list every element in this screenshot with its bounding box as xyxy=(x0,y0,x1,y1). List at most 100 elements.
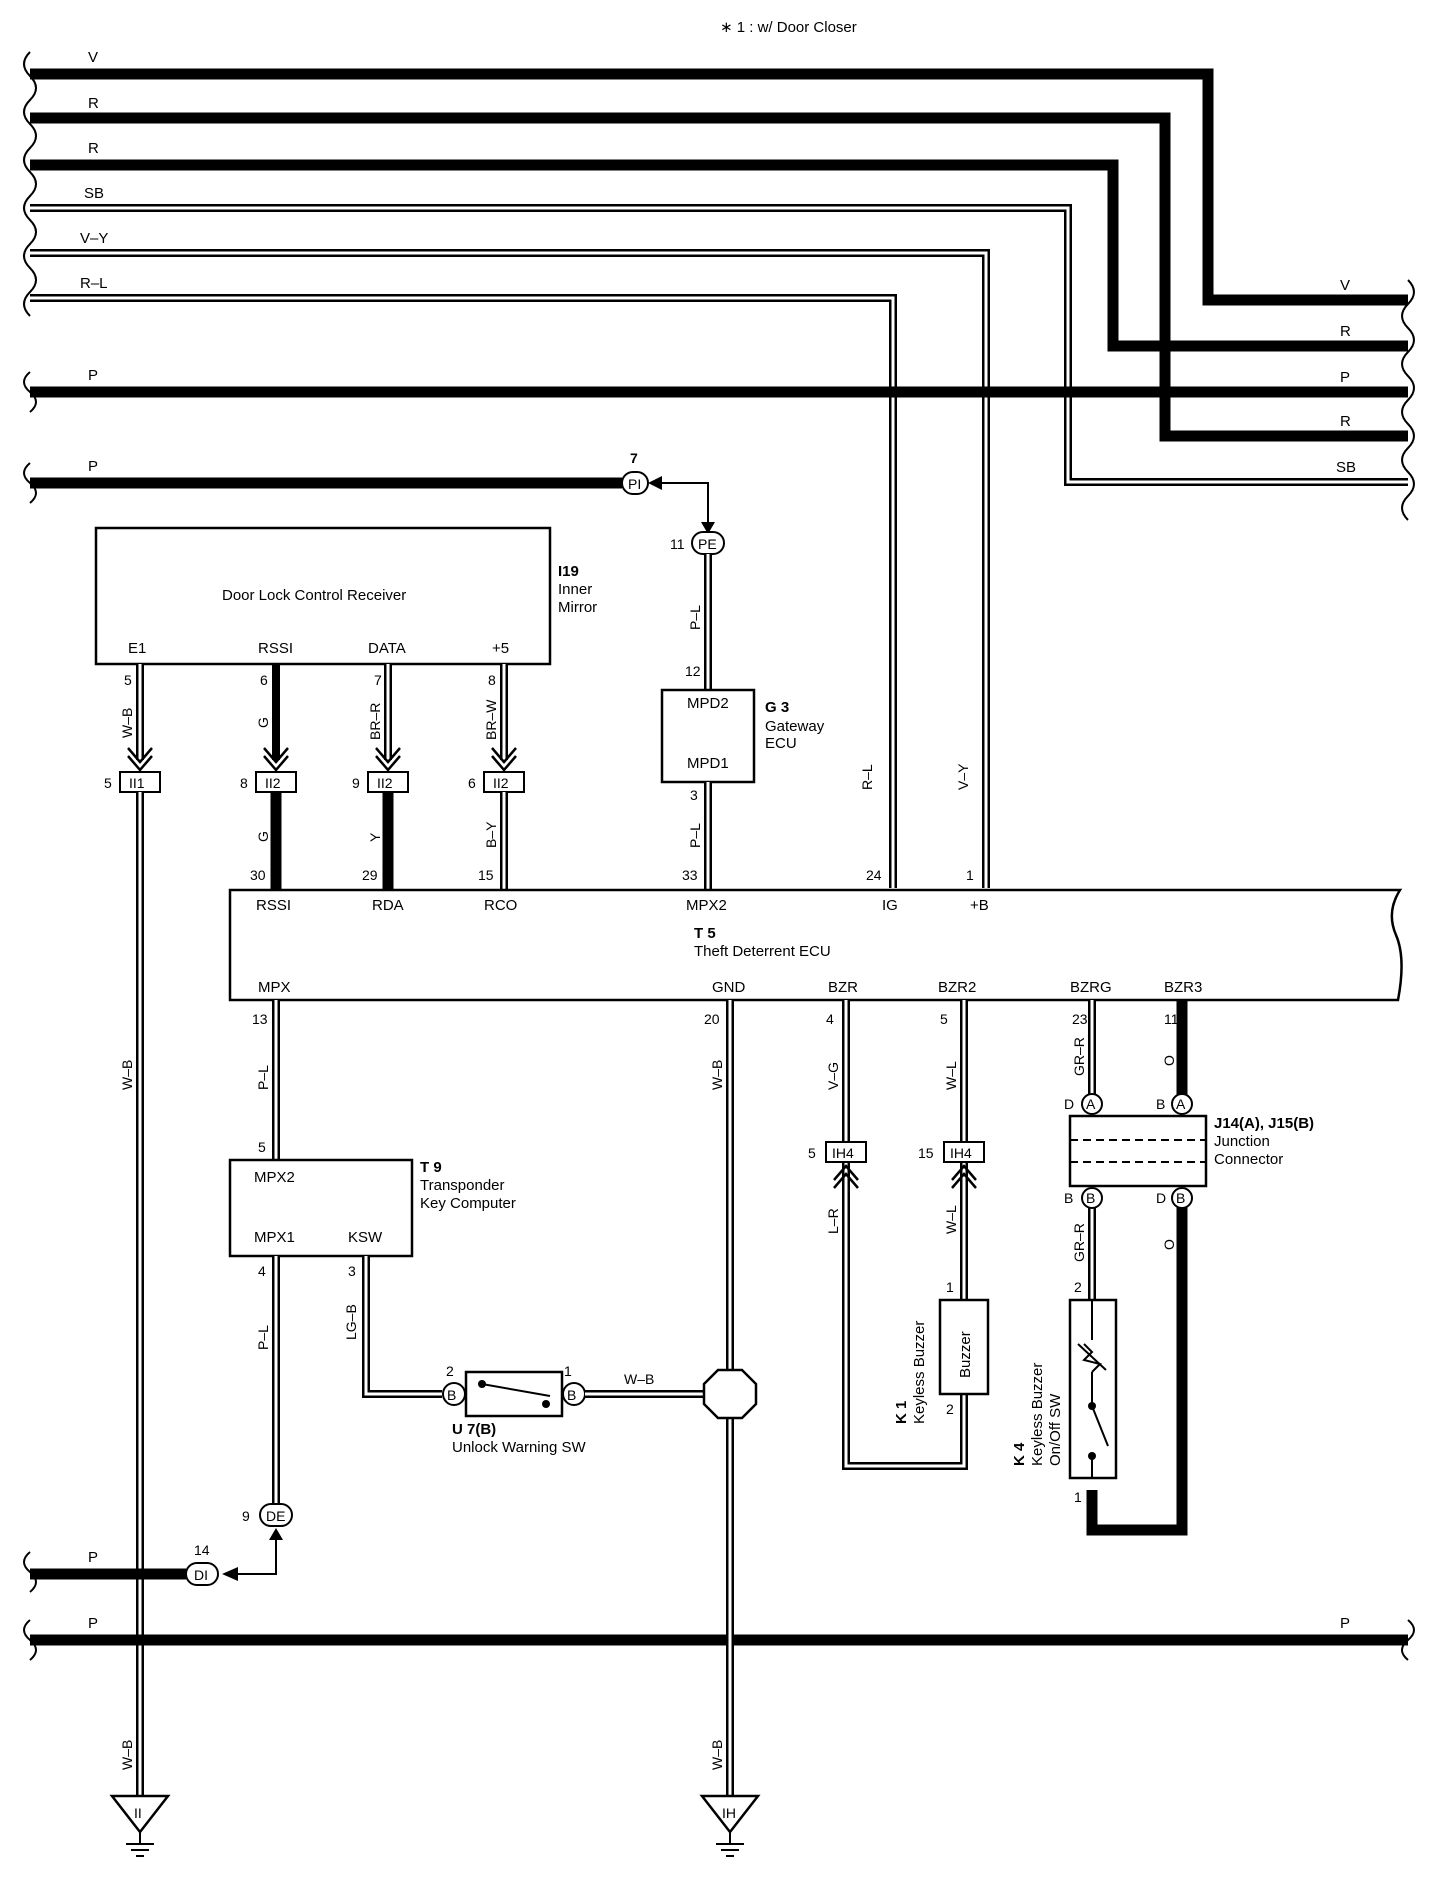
svg-text:B: B xyxy=(447,1387,456,1403)
wire-label-bzr2: W–L xyxy=(943,1061,959,1090)
svg-text:24: 24 xyxy=(866,867,882,883)
svg-text:5: 5 xyxy=(940,1011,948,1027)
svg-text:1: 1 xyxy=(564,1363,572,1379)
svg-text:T 9: T 9 xyxy=(420,1159,442,1176)
right-wire-labels: V R P R SB xyxy=(1336,277,1356,476)
svg-text:6: 6 xyxy=(260,672,268,688)
svg-text:RSSI: RSSI xyxy=(256,897,291,914)
left-label-sb: SB xyxy=(84,185,104,202)
svg-text:Buzzer: Buzzer xyxy=(957,1331,974,1378)
svg-text:33: 33 xyxy=(682,867,698,883)
svg-text:KSW: KSW xyxy=(348,1229,383,1246)
left-wire-labels: V R R SB V–Y R–L P P xyxy=(80,49,108,475)
right-label-r1: R xyxy=(1340,323,1351,340)
wire-ksw xyxy=(362,1256,442,1398)
left-label-r2: R xyxy=(88,140,99,157)
t9-pin-num-top: 5 xyxy=(258,1139,266,1155)
g3-pin-num-bottom: 3 xyxy=(690,787,698,803)
svg-text:8: 8 xyxy=(240,775,248,791)
svg-text:15: 15 xyxy=(478,867,494,883)
svg-text:K 4: K 4 xyxy=(1011,1442,1028,1466)
left-label-p2: P xyxy=(88,458,98,475)
ii2-connector-rssi: II2 8 xyxy=(240,771,297,793)
svg-text:II2: II2 xyxy=(493,775,509,791)
svg-text:IH4: IH4 xyxy=(832,1145,854,1161)
svg-text:D: D xyxy=(1156,1190,1166,1206)
svg-text:9: 9 xyxy=(242,1508,250,1524)
svg-text:R–L: R–L xyxy=(859,764,875,790)
svg-text:B: B xyxy=(1086,1190,1095,1206)
svg-text:Door Lock Control Receiver: Door Lock Control Receiver xyxy=(222,587,406,604)
svg-text:II: II xyxy=(134,1805,142,1821)
wire-label-t9-de: P–L xyxy=(255,1325,271,1350)
de-connector: DE 9 xyxy=(238,1503,293,1575)
wire-r2 xyxy=(30,159,1408,352)
ground-ih: IH xyxy=(699,1794,761,1857)
svg-text:20: 20 xyxy=(704,1011,720,1027)
u7-unlock-warning-switch: B B 2 1 U 7(B) Unlock Warning SW xyxy=(442,1363,586,1456)
svg-text:30: 30 xyxy=(250,867,266,883)
k4-keyless-buzzer-switch: 2 1 K 4 Keyless Buzzer On/Off SW xyxy=(1011,1279,1118,1505)
svg-text:8: 8 xyxy=(488,672,496,688)
label-p-di: P xyxy=(88,1549,98,1566)
di-connector: DI 14 xyxy=(185,1542,238,1586)
svg-text:7: 7 xyxy=(374,672,382,688)
svg-text:V–Y: V–Y xyxy=(955,763,971,790)
svg-text:D: D xyxy=(1064,1096,1074,1112)
svg-text:14: 14 xyxy=(194,1542,210,1558)
svg-text:B: B xyxy=(1176,1190,1185,1206)
wire-bzr3 xyxy=(1086,1000,1188,1536)
svg-text:BZR2: BZR2 xyxy=(938,979,976,996)
svg-text:7: 7 xyxy=(630,450,638,466)
svg-text:15: 15 xyxy=(918,1145,934,1161)
wire-v xyxy=(30,68,1408,306)
svg-text:1: 1 xyxy=(946,1279,954,1295)
right-label-sb: SB xyxy=(1336,459,1356,476)
svg-text:DI: DI xyxy=(194,1567,208,1583)
ii2-connector-rco: II2 6 xyxy=(468,771,525,793)
svg-text:II2: II2 xyxy=(377,775,393,791)
left-label-p1: P xyxy=(88,367,98,384)
svg-text:DE: DE xyxy=(266,1508,285,1524)
svg-text:+5: +5 xyxy=(492,640,509,657)
svg-text:Gateway: Gateway xyxy=(765,718,825,735)
t5-bottom-pin-numbers: 13 20 4 5 23 11 xyxy=(252,1011,1179,1027)
svg-text:Keyless Buzzer: Keyless Buzzer xyxy=(911,1321,928,1424)
svg-text:PI: PI xyxy=(628,476,641,492)
svg-text:II2: II2 xyxy=(265,775,281,791)
ground-ii: II xyxy=(109,1794,171,1857)
k1-keyless-buzzer: Buzzer 1 2 K 1 Keyless Buzzer xyxy=(893,1279,990,1424)
wire-r-l xyxy=(30,294,897,888)
svg-text:J14(A), J15(B): J14(A), J15(B) xyxy=(1214,1115,1314,1132)
svg-text:MPX: MPX xyxy=(258,979,291,996)
t5-theft-deterrent-ecu: RSSI RDA RCO MPX2 IG +B T 5 Theft Deterr… xyxy=(228,888,1403,1002)
svg-text:B: B xyxy=(1156,1096,1165,1112)
door-lock-control-receiver: Door Lock Control Receiver E1 RSSI DATA … xyxy=(94,526,597,666)
svg-text:PE: PE xyxy=(698,536,717,552)
i19-wire-labels: W–B G BR–R BR–W xyxy=(119,699,499,740)
svg-text:Key Computer: Key Computer xyxy=(420,1195,516,1212)
svg-text:ECU: ECU xyxy=(765,735,797,752)
svg-text:BZR3: BZR3 xyxy=(1164,979,1202,996)
left-break-marks xyxy=(23,51,37,1661)
wire-label-l-r: L–R xyxy=(825,1208,841,1234)
svg-text:W–B: W–B xyxy=(119,708,135,738)
wire-label-pe-g3: P–L xyxy=(687,605,703,630)
right-break-marks xyxy=(1401,279,1415,1661)
ih4-connector-bzr2: IH4 15 xyxy=(918,1141,985,1189)
wire-label-g3-t5: P–L xyxy=(687,823,703,848)
ii2-connector-rda: II2 9 xyxy=(352,771,409,793)
svg-text:MPX2: MPX2 xyxy=(254,1169,295,1186)
wire-label-bzr3: O xyxy=(1161,1055,1177,1066)
wire-label-gnd-ih: W–B xyxy=(709,1740,725,1770)
wire-label-mpx: P–L xyxy=(255,1065,271,1090)
ii1-connector: II1 5 xyxy=(104,771,161,793)
left-label-v-y: V–Y xyxy=(80,230,108,247)
svg-text:Connector: Connector xyxy=(1214,1151,1283,1168)
svg-text:G: G xyxy=(255,831,271,842)
svg-text:+B: +B xyxy=(970,897,989,914)
svg-text:IH: IH xyxy=(722,1805,736,1821)
svg-text:U 7(B): U 7(B) xyxy=(452,1421,496,1438)
wire-label-gr-r2: GR–R xyxy=(1071,1223,1087,1262)
wire-label-w-b-long: W–B xyxy=(119,1060,135,1090)
